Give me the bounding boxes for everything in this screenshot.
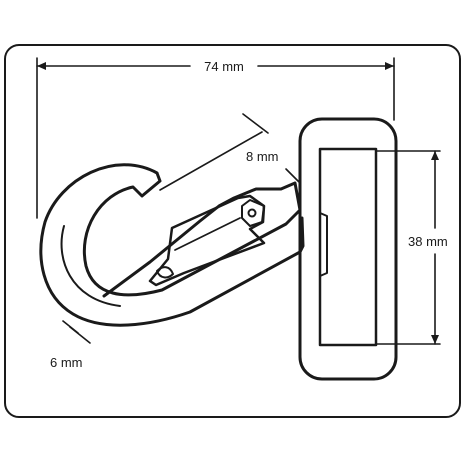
dim-74-arrow-right xyxy=(385,62,394,70)
gate-spring-tip xyxy=(156,266,174,279)
dim-6-leader-2 xyxy=(62,320,79,334)
dim-8-ext-top xyxy=(242,113,269,134)
dim-6-label: 6 mm xyxy=(50,355,83,370)
gate-rivet xyxy=(247,208,257,218)
dim-8-line xyxy=(159,131,263,191)
hook-outline xyxy=(39,163,305,327)
dim-38-arrow-bottom xyxy=(431,335,439,344)
swivel-tab xyxy=(319,212,328,277)
dim-38-label: 38 mm xyxy=(408,234,448,249)
frame-border xyxy=(4,44,461,418)
swivel-loop-inner xyxy=(318,147,378,347)
hook-inner-arm xyxy=(60,225,121,307)
dim-74-arrow-left xyxy=(37,62,46,70)
gate-inner-line xyxy=(174,217,241,251)
dim-38-arrow-top xyxy=(431,151,439,160)
gate-rivet-plate xyxy=(241,199,265,227)
spring-gate xyxy=(148,194,266,287)
dim-74-label: 74 mm xyxy=(204,59,244,74)
dim-8-label: 8 mm xyxy=(246,149,279,164)
swivel-loop-outer xyxy=(298,117,398,381)
dim-8-ext-right xyxy=(285,168,301,184)
